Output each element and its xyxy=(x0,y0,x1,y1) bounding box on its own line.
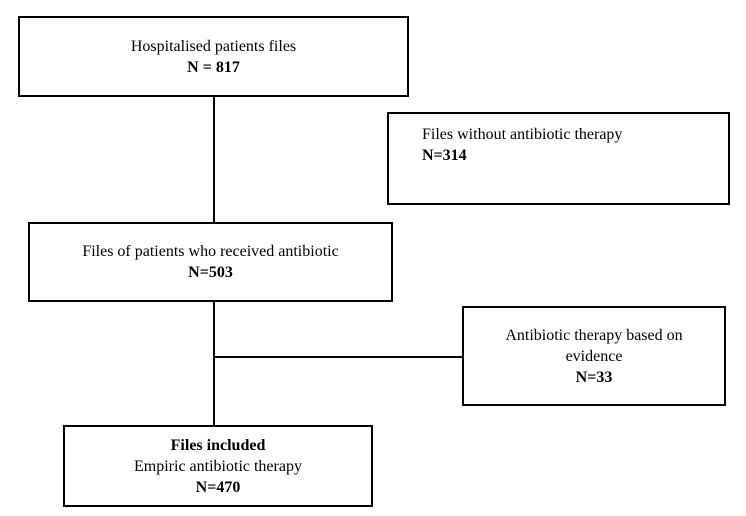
box-received-antibiotic: Files of patients who received antibioti… xyxy=(28,222,393,302)
connector-received-to-included xyxy=(213,302,215,425)
box-files-included-label: Empiric antibiotic therapy xyxy=(134,457,302,475)
box-evidence-based-therapy-label-line1: Antibiotic therapy based on xyxy=(505,326,683,344)
box-received-antibiotic-label: Files of patients who received antibioti… xyxy=(82,243,339,260)
box-without-antibiotic-therapy-label: Files without antibiotic therapy xyxy=(422,126,623,143)
connector-branch-to-evidence xyxy=(213,356,463,358)
box-evidence-based-therapy-count: N=33 xyxy=(575,368,613,386)
box-evidence-based-therapy: Antibiotic therapy based on evidence N=3… xyxy=(462,306,726,406)
box-without-antibiotic-therapy-count: N=314 xyxy=(422,147,467,164)
box-hospitalised-patients-count: N = 817 xyxy=(187,58,240,76)
box-evidence-based-therapy-label-line2: evidence xyxy=(565,347,623,365)
box-without-antibiotic-therapy: Files without antibiotic therapy N=314 xyxy=(387,112,730,205)
connector-hospitalised-to-received xyxy=(213,97,215,222)
box-hospitalised-patients-label: Hospitalised patients files xyxy=(130,37,297,55)
box-files-included: Files included Empiric antibiotic therap… xyxy=(63,425,373,507)
box-files-included-title: Files included xyxy=(170,436,266,454)
box-files-included-count: N=470 xyxy=(195,478,241,496)
box-hospitalised-patients: Hospitalised patients files N = 817 xyxy=(18,16,409,97)
box-received-antibiotic-count: N=503 xyxy=(188,264,233,281)
